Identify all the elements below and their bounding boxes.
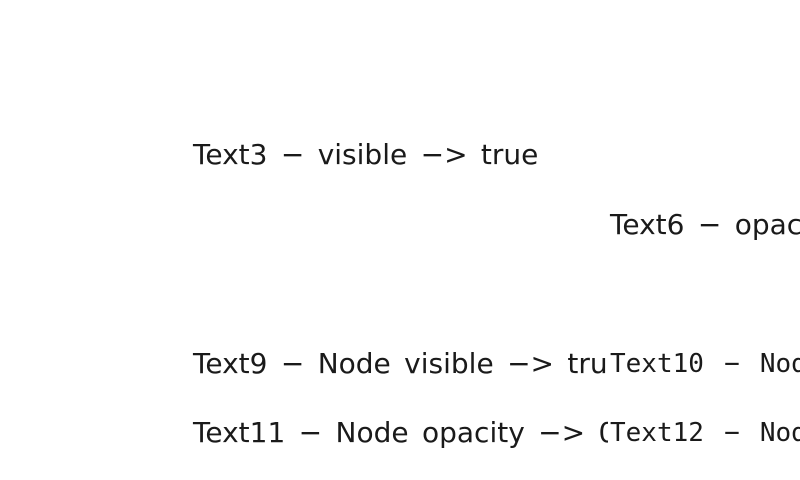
label-text12: Text12 − Node [608, 414, 800, 454]
label-text3: Text3 − visible −> true [193, 138, 539, 171]
label-text11: Text11 − Node opacity −> 0 [193, 416, 617, 449]
label-text6: Text6 − opacity [608, 205, 800, 247]
label-text10: Text10 − Node [608, 345, 800, 385]
label-text9: Text9 − Node visible −> true [193, 347, 625, 380]
